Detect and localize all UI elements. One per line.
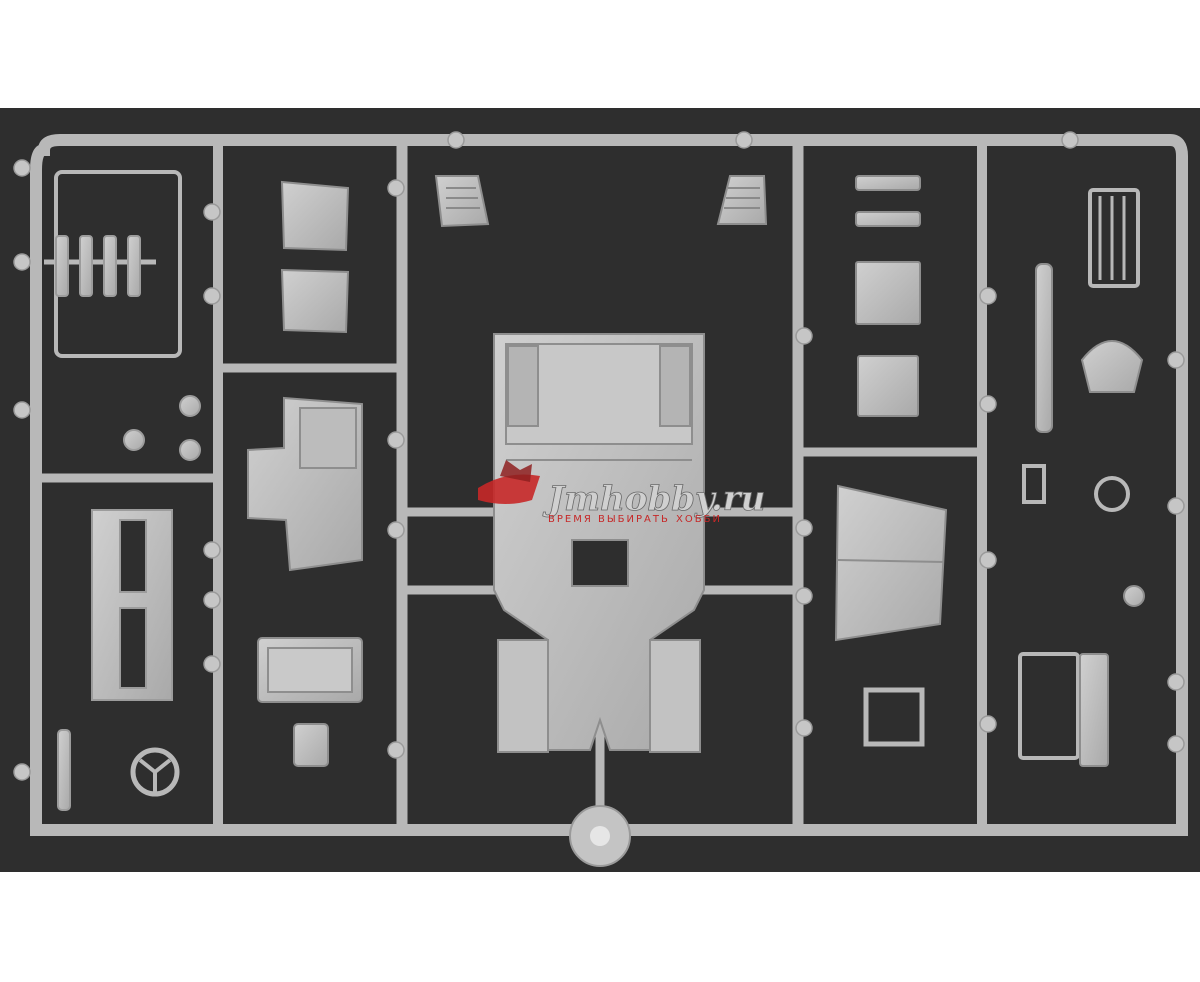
parts-right [1018,188,1145,767]
hull-part [493,333,705,753]
parts-column-4 [834,175,948,747]
parts-top-grilles [434,175,768,228]
parts-column-2 [247,180,363,767]
parts-left-lower [57,395,201,811]
watermark-tagline-right: ХОББИ [676,514,722,525]
watermark-brand: Jmhobby.ru [542,479,765,519]
ship-logo-icon [478,460,540,504]
steering-wheel [130,747,180,797]
sprue-gate [569,805,631,867]
outer-runner [30,134,1188,836]
watermark-tagline-left: ВРЕМЯ ВЫБИРАТЬ [548,514,670,525]
sprue-pins [13,131,1185,781]
parts-left-upper [44,170,182,358]
watermark: Jmhobby.ru ВРЕМЯ ВЫБИРАТЬ ХОББИ [478,460,766,525]
runner-frame [30,134,1188,836]
